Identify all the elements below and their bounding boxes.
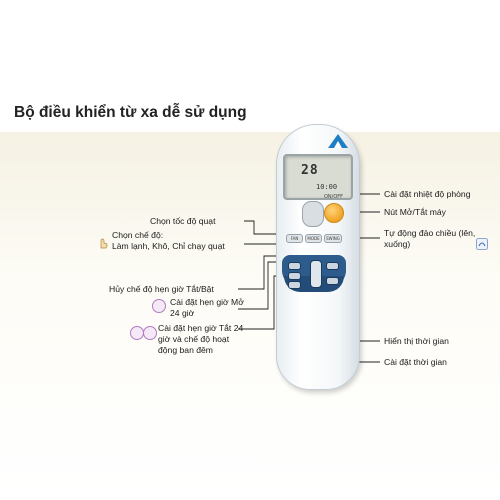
select-button[interactable] xyxy=(326,277,339,285)
label-swing: Tự động đảo chiều (lên, xuống) xyxy=(384,228,476,249)
onoff-button-label: ON/OFF xyxy=(324,194,344,200)
lcd-temperature: 28 xyxy=(301,163,319,178)
time-adjust-button[interactable] xyxy=(310,260,322,288)
brand-logo-icon xyxy=(328,134,348,148)
label-cancel-timer: Hủy chế độ hẹn giờ Tắt/Bật xyxy=(109,284,214,294)
timer-off-button[interactable] xyxy=(288,281,301,289)
timer-on-icon xyxy=(152,299,166,313)
night-mode-icon xyxy=(143,326,157,340)
timer-on-button[interactable] xyxy=(288,272,301,280)
label-timer-on: Cài đặt hẹn giờ Mở 24 giờ xyxy=(170,297,244,318)
label-on-off: Nút Mở/Tắt máy xyxy=(384,207,446,217)
label-show-time: Hiển thị thời gian xyxy=(384,336,449,346)
cancel-timer-button[interactable] xyxy=(288,262,301,270)
temperature-button[interactable] xyxy=(302,201,324,227)
page-title: Bộ điều khiển từ xa dễ sử dụng xyxy=(14,104,247,121)
lcd-time: 10:00 xyxy=(316,183,338,191)
label-fan-speed: Chọn tốc độ quạt xyxy=(150,216,216,226)
background-panel xyxy=(0,132,500,500)
timer-off-icon xyxy=(130,326,144,340)
clock-display-button[interactable] xyxy=(326,262,339,270)
label-set-temp: Cài đặt nhiệt độ phòng xyxy=(384,189,471,199)
label-mode-title: Chọn chế độ: xyxy=(112,230,164,240)
label-mode-desc: Làm lạnh, Khô, Chỉ chạy quạt xyxy=(112,241,225,251)
fan-button[interactable]: FAN xyxy=(286,234,303,243)
on-off-button[interactable] xyxy=(324,203,344,223)
label-timer-off: Cài đặt hẹn giờ Tắt 24 giờ và chế độ hoạ… xyxy=(158,323,244,355)
mode-button[interactable]: MODE xyxy=(305,234,322,243)
lcd-display xyxy=(283,154,353,200)
swing-button[interactable]: SWING xyxy=(324,234,342,243)
hand-pointer-icon xyxy=(100,238,108,249)
swing-icon xyxy=(476,238,488,250)
label-set-time: Cài đặt thời gian xyxy=(384,357,447,367)
